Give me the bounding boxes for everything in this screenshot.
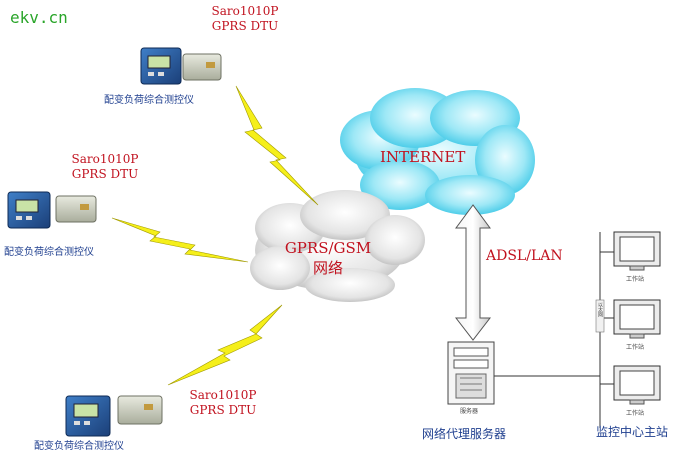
device-1-model: Saro1010P [211, 4, 279, 18]
device-group-1 [140, 47, 222, 85]
ethernet-bus-box [595, 299, 605, 333]
workstation-1-label: 工作站 [626, 276, 645, 283]
device-group-2 [7, 191, 97, 229]
device-group-3 [65, 395, 163, 437]
workstation-2 [613, 299, 661, 339]
watermark: ekv.cn [10, 8, 68, 27]
internet-cloud-shape [340, 88, 535, 215]
ethernet-bus-label: 以太网 [597, 302, 603, 317]
server-caption: 网络代理服务器 [422, 427, 507, 441]
device-3-type: GPRS DTU [189, 403, 257, 417]
server-small-label: 服务器 [460, 408, 479, 415]
gprs-cloud-label-2: 网络 [312, 259, 343, 277]
adsl-lan-label: ADSL/LAN [486, 248, 563, 264]
device-1-caption: 配变负荷综合测控仪 [104, 95, 194, 106]
adsl-double-arrow [454, 204, 492, 341]
bolt-bottom [167, 304, 283, 386]
workstation-3 [613, 365, 661, 405]
monitoring-center-caption: 监控中心主站 [596, 425, 669, 439]
bolt-middle [111, 217, 249, 263]
proxy-server-shape [447, 341, 495, 405]
device-2-caption: 配变负荷综合测控仪 [4, 247, 94, 258]
workstation-3-label: 工作站 [626, 410, 645, 417]
workstation-2-label: 工作站 [626, 344, 645, 351]
bolt-top [235, 85, 319, 206]
gprs-cloud-shape [250, 190, 425, 302]
device-3-model: Saro1010P [189, 388, 257, 402]
internet-cloud-label: INTERNET [380, 148, 466, 166]
device-1-type: GPRS DTU [211, 19, 279, 33]
workstation-1 [613, 231, 661, 271]
device-2-type: GPRS DTU [71, 167, 139, 181]
device-2-model: Saro1010P [71, 152, 139, 166]
gprs-cloud-label-1: GPRS/GSM [284, 239, 372, 257]
wireless-link-bolts [111, 85, 319, 386]
device-3-caption: 配变负荷综合测控仪 [34, 441, 124, 452]
